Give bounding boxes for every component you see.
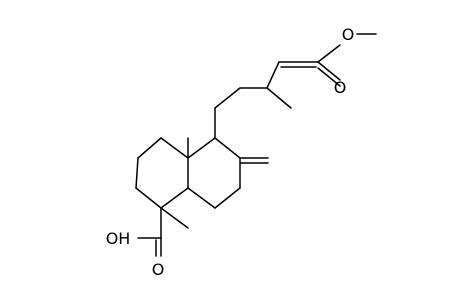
label-hydroxyl: OH [106,229,131,248]
bond-chain-4 [266,87,292,109]
bond-a4 [160,187,189,209]
bond-chain-2 [214,87,241,109]
bond-a5 [135,187,162,209]
label-oxygen-methoxy: O [342,25,355,44]
bond-chain-methyl [266,61,280,89]
bond-a6 [135,157,139,189]
bond-b1 [187,137,216,159]
label-oxygen-carbonyl-ester: O [334,78,347,97]
exocyclic-methylene [239,157,269,164]
ring-b [187,137,241,209]
bond-b2 [214,137,241,159]
label-oxygen-carbonyl-acid: O [152,260,165,279]
acid-region [137,207,189,257]
side-chain [214,33,377,139]
bond-a2 [160,137,189,159]
bond-ester-o [317,44,341,63]
bond-c4-methyl [160,207,189,229]
bond-a1 [137,137,162,159]
bond-b4 [214,187,241,209]
bond-b5 [187,187,216,209]
bond-ester-co [317,61,341,81]
ring-a [135,137,189,209]
bond-ester-co-b [317,67,341,87]
